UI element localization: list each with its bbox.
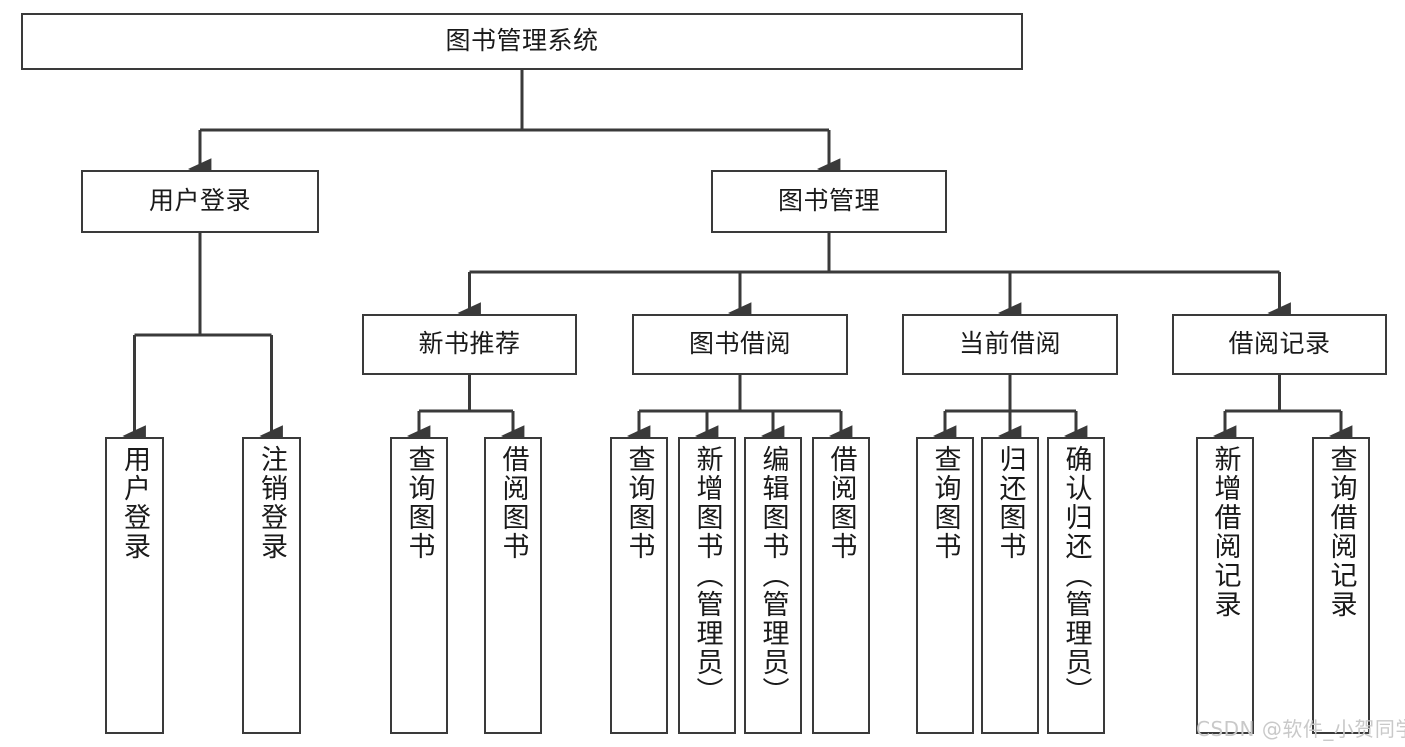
node-label: 图书借阅 xyxy=(688,329,791,359)
node-label: 查询借阅记录 xyxy=(1325,445,1357,619)
edge-group xyxy=(122,70,1353,447)
node-label: 确认归还（管理员） xyxy=(1060,445,1092,706)
node-label: 当前借阅 xyxy=(958,329,1061,359)
node-current[interactable]: 当前借阅 xyxy=(902,314,1118,375)
node-label: 借阅图书 xyxy=(497,445,529,561)
node-label: 查询图书 xyxy=(403,445,435,561)
node-label: 查询图书 xyxy=(929,445,961,561)
edge-from-root xyxy=(187,70,841,180)
node-label: 用户登录 xyxy=(119,445,150,561)
node-label: 图书管理 xyxy=(777,186,880,216)
node-leaf-login-1[interactable]: 用户登录 xyxy=(105,437,164,734)
edge-from-borrow xyxy=(626,375,853,447)
node-label: 归还图书 xyxy=(994,445,1026,561)
edge-from-bookmgmt xyxy=(457,233,1291,324)
node-label: 借阅图书 xyxy=(825,445,857,561)
node-leaf-cur-3[interactable]: 确认归还（管理员） xyxy=(1047,437,1105,734)
node-label: 新增图书（管理员） xyxy=(691,445,723,706)
node-label: 新增借阅记录 xyxy=(1209,445,1241,619)
node-leaf-bor-2[interactable]: 新增图书（管理员） xyxy=(678,437,736,734)
node-login[interactable]: 用户登录 xyxy=(81,170,319,233)
node-label: 图书管理系统 xyxy=(445,26,599,56)
node-leaf-cur-2[interactable]: 归还图书 xyxy=(981,437,1039,734)
node-records[interactable]: 借阅记录 xyxy=(1172,314,1387,375)
node-leaf-bor-1[interactable]: 查询图书 xyxy=(610,437,668,734)
node-borrow[interactable]: 图书借阅 xyxy=(632,314,848,375)
node-leaf-rec-2[interactable]: 查询借阅记录 xyxy=(1312,437,1370,734)
edge-from-login xyxy=(122,233,283,447)
node-leaf-new-1[interactable]: 查询图书 xyxy=(390,437,448,734)
node-label: 查询图书 xyxy=(623,445,655,561)
node-leaf-new-2[interactable]: 借阅图书 xyxy=(484,437,542,734)
node-label: 借阅记录 xyxy=(1228,329,1331,359)
node-leaf-rec-1[interactable]: 新增借阅记录 xyxy=(1196,437,1254,734)
edge-from-records xyxy=(1212,375,1353,447)
node-leaf-cur-1[interactable]: 查询图书 xyxy=(916,437,974,734)
node-bookmgmt[interactable]: 图书管理 xyxy=(711,170,947,233)
node-leaf-bor-3[interactable]: 编辑图书（管理员） xyxy=(744,437,802,734)
node-root[interactable]: 图书管理系统 xyxy=(21,13,1023,70)
edge-from-current xyxy=(932,375,1088,447)
node-newbook[interactable]: 新书推荐 xyxy=(362,314,577,375)
edge-from-newbook xyxy=(406,375,525,447)
node-label: 编辑图书（管理员） xyxy=(757,445,789,706)
node-leaf-bor-4[interactable]: 借阅图书 xyxy=(812,437,870,734)
node-leaf-login-2[interactable]: 注销登录 xyxy=(242,437,301,734)
node-label: 新书推荐 xyxy=(418,329,521,359)
node-label: 注销登录 xyxy=(256,445,287,561)
node-label: 用户登录 xyxy=(148,186,251,216)
